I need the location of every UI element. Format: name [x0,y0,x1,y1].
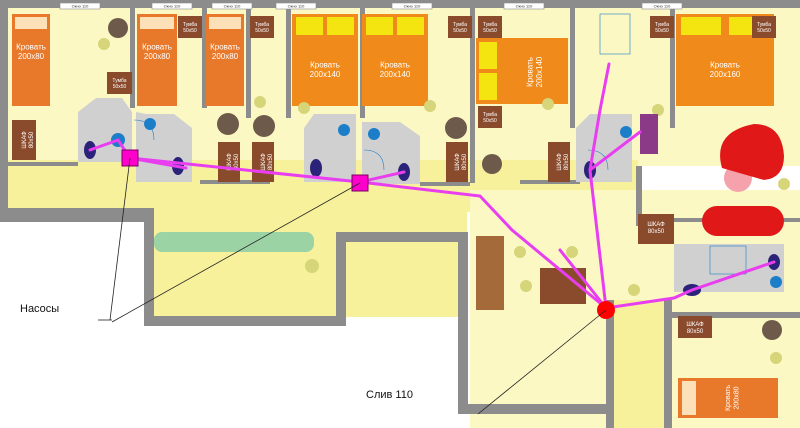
wardrobe-label: ШКАФ80х50 [557,153,570,171]
wardrobe-label: ШКАФ80х50 [22,131,35,149]
windows: Окно 110 Окно 110 Окно 110 Окно 110 Окно… [59,2,683,10]
wardrobe-label: ШКАФ80х50 [455,153,468,171]
bed-200x140-rotated: Кровать200х140 [476,38,568,104]
window-label: Окно 110 [288,4,306,9]
leader-lines [98,157,607,415]
round-furniture [98,18,790,364]
window-label: Окно 110 [164,4,182,9]
bed-label: Кровать200х80 [725,385,740,411]
window-label: Окно 110 [224,4,242,9]
pumps-label: Насосы [20,303,59,315]
lower-corridor-floor [612,300,672,428]
drain-label: Слив 110 [366,389,413,401]
wardrobe-label: ШКАФ80х50 [261,153,274,171]
window-label: Окно 110 [404,4,422,9]
bed-200x80-rotated: Кровать200х80 [678,378,778,418]
wc-fixtures [84,141,780,296]
window-label: Окно 110 [72,4,90,9]
window-label: Окно 110 [654,4,672,9]
wardrobe-label: ШКАФ80х50 [227,153,240,171]
window-label: Окно 110 [516,4,534,9]
wardrobes: ШКАФ80х50 ШКАФ80х50 ШКАФ80х50 ШКАФ80х50 … [12,120,712,338]
bed-label: Кровать200х140 [526,56,545,87]
